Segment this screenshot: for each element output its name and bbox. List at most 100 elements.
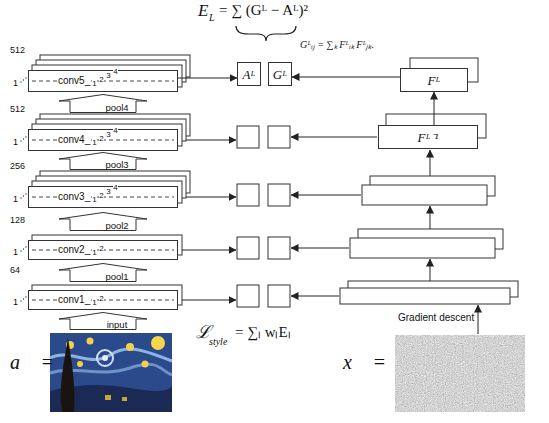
sublayer-number: 2 bbox=[99, 76, 103, 84]
sublayer-number: 4 bbox=[113, 68, 117, 76]
channel-count: 512 bbox=[10, 105, 25, 114]
pool-label: pool2 bbox=[58, 221, 176, 231]
dot bbox=[23, 195, 24, 196]
pool-arrow: input bbox=[58, 312, 176, 330]
arrow-shape bbox=[58, 152, 148, 170]
pool-label: pool1 bbox=[58, 272, 176, 282]
index-number: 1 bbox=[13, 79, 18, 88]
dot bbox=[25, 193, 26, 194]
channel-count: 64 bbox=[10, 266, 20, 275]
formula: = ∑ (Gᴸ − Aᴸ)² bbox=[219, 3, 308, 18]
math-symbol: Fᴸ bbox=[427, 74, 440, 87]
layer-name: conv2_ bbox=[57, 245, 91, 255]
index-number: 1 bbox=[13, 138, 18, 147]
sublayer-number: 2 bbox=[99, 245, 103, 253]
arrow-shape bbox=[58, 212, 148, 231]
formula: Gᴸᵢⱼ = ∑ₖ Fᴸᵢₖ Fᴸⱼₖ. bbox=[300, 40, 374, 50]
arrow-outline bbox=[59, 213, 147, 231]
arrow-outline bbox=[59, 153, 147, 170]
vector-label: a⃗ = bbox=[10, 352, 54, 372]
layer-name: conv4_ bbox=[57, 135, 91, 145]
layer-stacks bbox=[20, 55, 518, 310]
starry-night-image bbox=[50, 333, 172, 412]
pool-label: pool3 bbox=[58, 160, 176, 170]
stack-front bbox=[28, 70, 178, 92]
sublayer-number: 3 bbox=[106, 188, 110, 196]
sublayer-number: 2 bbox=[99, 295, 103, 303]
sublayer-number: 2 bbox=[99, 135, 103, 143]
stack-front bbox=[28, 186, 178, 208]
sublayer-number: 1 bbox=[92, 80, 96, 88]
dot bbox=[23, 298, 24, 299]
stack-front bbox=[340, 288, 510, 304]
sublayer-number: 1 bbox=[92, 139, 96, 147]
pool-arrow: pool3 bbox=[58, 152, 176, 170]
channel-count: 512 bbox=[10, 46, 25, 55]
arrow-shape bbox=[58, 94, 148, 113]
sublayer-number: 3 bbox=[106, 72, 110, 80]
stack-front bbox=[350, 238, 495, 258]
pool-arrow: pool2 bbox=[58, 212, 176, 231]
dot bbox=[20, 300, 21, 301]
dot bbox=[20, 250, 21, 251]
stack-front bbox=[28, 129, 178, 151]
matrix-box: Gᴸ bbox=[268, 62, 292, 86]
pool-label: pool4 bbox=[58, 103, 176, 113]
arrow-shape bbox=[58, 312, 148, 330]
dot bbox=[20, 140, 21, 141]
layer-name: conv5_ bbox=[57, 76, 91, 86]
arrow-outline bbox=[59, 313, 147, 330]
brace bbox=[236, 26, 296, 41]
empty-squares bbox=[237, 126, 290, 307]
dot bbox=[25, 296, 26, 297]
matrix-box: Aᴸ bbox=[237, 62, 261, 86]
sublayer-number: 1 bbox=[92, 249, 96, 257]
feature-box: Fᴸ⁻¹ bbox=[378, 125, 478, 149]
math-symbol: Gᴸ bbox=[273, 68, 288, 81]
index-number: 1 bbox=[13, 298, 18, 307]
dot bbox=[23, 138, 24, 139]
formula: L bbox=[209, 13, 215, 23]
stack-front bbox=[362, 185, 487, 205]
dot bbox=[25, 136, 26, 137]
feature-box: Fᴸ bbox=[400, 68, 468, 92]
pool-arrow: pool4 bbox=[58, 94, 176, 113]
formula: E bbox=[198, 2, 208, 19]
connector-arrow bbox=[178, 78, 237, 79]
note: Gradient descent bbox=[398, 313, 474, 323]
pool-label: input bbox=[58, 320, 176, 330]
connector-arrow bbox=[292, 77, 400, 78]
formula: style bbox=[209, 337, 227, 347]
sublayer-number: 1 bbox=[92, 299, 96, 307]
channel-count: 128 bbox=[10, 216, 25, 225]
sublayer-number: 1 bbox=[92, 196, 96, 204]
layer-name: conv3_ bbox=[57, 192, 91, 202]
formula: = ∑ₗ wₗEₗ bbox=[235, 325, 291, 340]
layer-name: conv1_ bbox=[57, 295, 91, 305]
formula: ℒ bbox=[196, 323, 211, 341]
stack-front bbox=[28, 290, 178, 310]
sublayer-number: 2 bbox=[99, 192, 103, 200]
vector-label: x⃗ = bbox=[343, 352, 386, 372]
dot bbox=[25, 77, 26, 78]
dot bbox=[20, 197, 21, 198]
math-symbol: Aᴸ bbox=[242, 68, 255, 81]
arrow-shape bbox=[58, 263, 148, 282]
pool-arrow: pool1 bbox=[58, 263, 176, 282]
arrow-outline bbox=[59, 95, 147, 113]
dot bbox=[25, 246, 26, 247]
stack-front bbox=[28, 240, 178, 260]
sublayer-number: 3 bbox=[106, 131, 110, 139]
index-number: 1 bbox=[13, 195, 18, 204]
math-symbol: Fᴸ⁻¹ bbox=[417, 131, 438, 144]
dot bbox=[23, 248, 24, 249]
index-number: 1 bbox=[13, 248, 18, 257]
connector-arrow bbox=[434, 92, 435, 125]
dot bbox=[23, 79, 24, 80]
channel-count: 256 bbox=[10, 162, 25, 171]
sublayer-number: 4 bbox=[113, 127, 117, 135]
dot bbox=[20, 81, 21, 82]
arrow-outline bbox=[59, 264, 147, 282]
sublayer-number: 4 bbox=[113, 184, 117, 192]
